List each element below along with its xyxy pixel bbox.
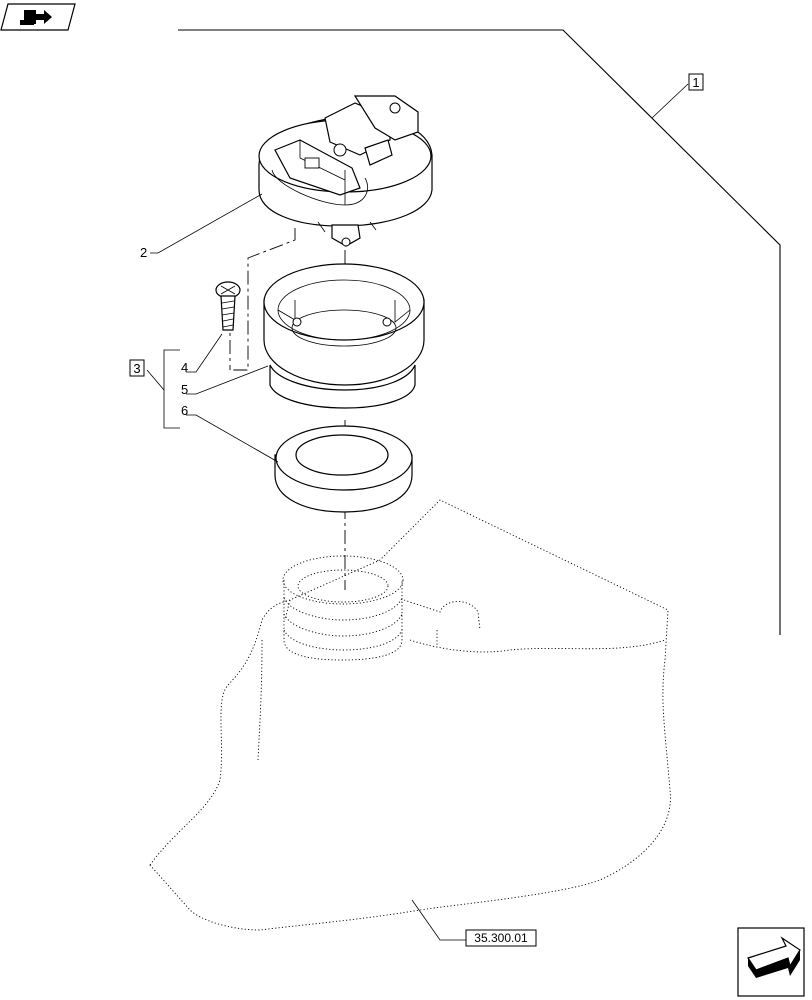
leader-5 [186, 365, 269, 395]
callout-4-label: 4 [181, 360, 188, 375]
fuel-tank-outline [149, 499, 671, 931]
callout-5-label: 5 [181, 382, 188, 397]
callout-1: 1 [688, 73, 704, 91]
book-arrow-icon[interactable] [0, 3, 76, 31]
screw-part [215, 281, 241, 331]
callout-6-label: 6 [181, 403, 188, 418]
filler-ring-part [263, 263, 425, 409]
assembly-bracket-line [178, 29, 781, 635]
callout-1-label: 1 [692, 75, 699, 90]
leader-4 [186, 333, 223, 373]
fuel-cap-part [258, 95, 433, 247]
reference-box[interactable]: 35.300.01 [411, 899, 537, 947]
gasket-part [274, 425, 413, 513]
reference-label: 35.300.01 [474, 931, 528, 945]
callout-3-bracket: 3 [129, 349, 180, 429]
leader-6 [186, 414, 279, 463]
next-page-arrow-icon[interactable] [737, 927, 805, 997]
leader-2 [150, 193, 263, 254]
callout-3-label: 3 [133, 361, 140, 376]
callout-2-label: 2 [140, 245, 147, 260]
